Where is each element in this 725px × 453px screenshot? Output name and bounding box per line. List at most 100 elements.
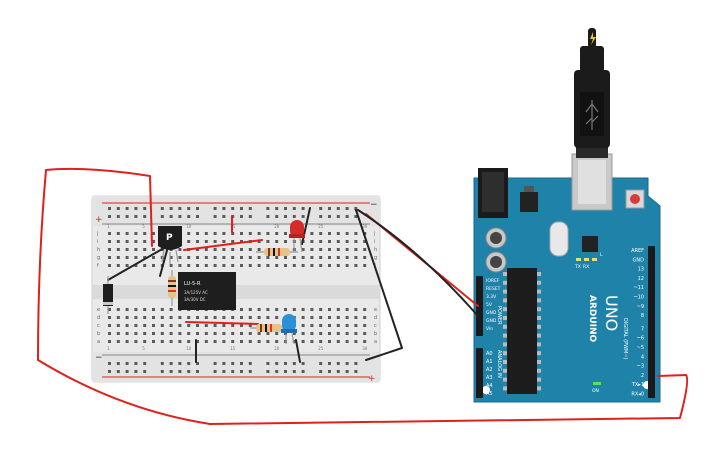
digital-pin-label: ~6 — [637, 336, 644, 342]
column-number: 10 — [186, 224, 192, 229]
digital-pin-label: ~11 — [633, 285, 644, 291]
row-letter: a — [97, 339, 100, 345]
row-letter: b — [374, 331, 377, 337]
led-blue[interactable] — [281, 314, 297, 345]
relay-rating-ac: 3A/125V AC — [184, 290, 208, 295]
wire-black-gnd[interactable] — [357, 209, 479, 317]
breadboard-holes[interactable] — [108, 207, 367, 373]
analog-pin-label: A3 — [486, 375, 493, 381]
rail-minus-label-bottom: − — [95, 353, 103, 363]
digital-header-label: DIGITAL (PWM~) — [622, 318, 628, 360]
row-letter: g — [97, 255, 100, 261]
power-header-label: POWER — [496, 306, 502, 325]
column-number: 5 — [142, 224, 145, 229]
analog-pin-label: A4 — [486, 383, 493, 389]
row-letter: j — [373, 231, 375, 237]
digital-pin-label: 12 — [638, 276, 644, 282]
transistor-label: P — [166, 233, 173, 243]
row-letter: d — [374, 315, 377, 321]
power-pin-label: IOREF — [486, 278, 500, 284]
wire-red[interactable] — [183, 239, 263, 251]
power-pin-label: Vin — [486, 326, 493, 332]
column-number: 20 — [274, 224, 280, 229]
relay[interactable]: LU-5-R 3A/125V AC 3A/30V DC — [178, 272, 236, 310]
digital-pin-label: AREF — [631, 248, 644, 254]
wire-black[interactable] — [355, 209, 403, 361]
digital-pin-label: RX◂0 — [631, 392, 644, 398]
power-header[interactable] — [476, 276, 483, 336]
analog-pin-label: A5 — [486, 391, 493, 397]
column-number: 15 — [230, 346, 236, 351]
analog-header-label: ANALOG IN — [496, 350, 502, 378]
row-letter: e — [97, 307, 100, 313]
arduino-model: UNO — [602, 295, 621, 331]
transistor[interactable]: P — [158, 226, 182, 264]
column-number: 25 — [318, 346, 324, 351]
power-pin-label: GND — [486, 310, 497, 316]
row-letter: i — [97, 239, 98, 245]
digital-pin-label: 7 — [641, 326, 644, 332]
led-label-tx: TX — [574, 264, 581, 270]
led-red[interactable] — [289, 220, 305, 253]
rail-plus-label-bottom: + — [368, 374, 376, 384]
digital-pin-label: ~3 — [637, 364, 644, 370]
column-number: 20 — [274, 346, 280, 351]
relay-model: LU-5-R — [184, 281, 201, 287]
digital-pin-label: ~10 — [633, 295, 644, 301]
digital-pin-label: ~9 — [637, 304, 644, 310]
rail-minus-label: − — [370, 200, 378, 210]
analog-pin-label: A0 — [486, 351, 493, 357]
row-letter: h — [97, 247, 100, 253]
resistor[interactable] — [168, 270, 176, 306]
column-number: 1 — [107, 346, 110, 351]
digital-pin-label: TX▸1 — [631, 382, 644, 388]
row-letter: c — [97, 323, 100, 329]
analog-pin-label: A2 — [486, 367, 493, 373]
led-label-rx: RX — [583, 264, 589, 270]
row-letter: c — [374, 323, 377, 329]
digital-header[interactable] — [648, 246, 655, 398]
column-number: 30 — [362, 224, 368, 229]
digital-pin-label: GND — [633, 257, 645, 263]
led-label-on: ON — [592, 388, 599, 394]
row-letter: b — [97, 331, 100, 337]
row-letter: g — [374, 255, 377, 261]
arduino-brand: ARDUINO — [587, 295, 597, 343]
power-pin-label: RESET — [486, 286, 501, 292]
row-letter: i — [374, 239, 375, 245]
analog-header[interactable] — [476, 348, 483, 398]
row-letter: a — [374, 339, 377, 345]
lightning-icon — [590, 32, 596, 45]
row-letter: j — [96, 231, 98, 237]
diode[interactable] — [103, 276, 113, 314]
analog-pin-label: A1 — [486, 359, 493, 365]
row-letter: e — [374, 307, 377, 313]
digital-pin-label: 8 — [641, 313, 644, 319]
wire-red[interactable] — [185, 321, 259, 325]
row-letter: h — [374, 247, 377, 253]
led-label-l: L — [600, 252, 603, 258]
resistor[interactable] — [256, 248, 298, 256]
power-pin-label: 5V — [486, 302, 493, 308]
rail-plus-label: + — [95, 215, 103, 225]
arduino-uno-board[interactable]: L TX RX ON ARDUINO UNO IOREF RESET 3.3V 5V G… — [473, 153, 661, 403]
usb-cable[interactable] — [574, 28, 610, 158]
wires[interactable] — [37, 167, 689, 425]
digital-pin-label: 4 — [641, 354, 644, 360]
power-pin-label: 3.3V — [486, 294, 497, 300]
relay-rating-dc: 3A/30V DC — [184, 297, 206, 302]
atmega-chip — [507, 268, 537, 394]
wire-red-loop[interactable] — [37, 167, 689, 425]
row-letter: f — [97, 263, 99, 269]
digital-pin-label: ~5 — [637, 345, 644, 351]
column-number: 25 — [318, 224, 324, 229]
digital-pin-label: 13 — [638, 267, 644, 273]
column-number: 30 — [362, 346, 368, 351]
digital-pin-label: 2 — [641, 373, 644, 379]
column-number: 10 — [186, 346, 192, 351]
column-number: 5 — [142, 346, 145, 351]
wire-black[interactable] — [295, 339, 301, 363]
column-number: 1 — [107, 224, 110, 229]
row-letter: d — [97, 315, 100, 321]
